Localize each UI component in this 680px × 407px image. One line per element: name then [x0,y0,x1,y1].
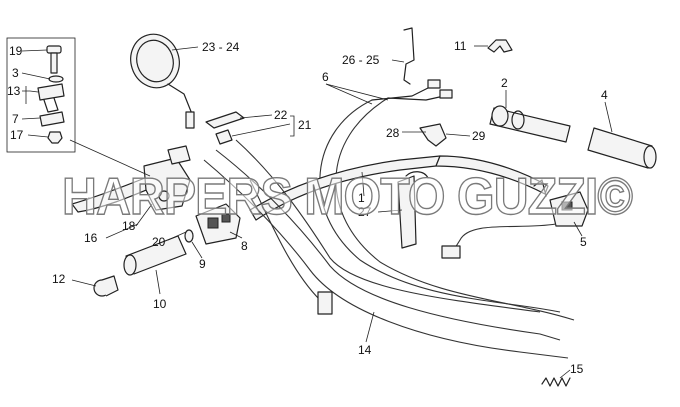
callout-8: 8 [241,239,248,253]
callout-11: 11 [454,39,467,53]
part-11-cable-clamp [487,39,513,53]
part-5-right-switch [441,179,589,259]
callout-12: 12 [52,272,66,286]
part-8-left-switch [195,203,241,245]
part-2-throttle-tube [489,105,571,143]
callout-26-25: 26 - 25 [342,53,380,67]
part-14-cables [203,139,569,359]
callout-7: 7 [12,112,19,126]
callout-4: 4 [601,88,608,102]
part-15-spring [541,377,571,387]
callout-1: 1 [358,191,365,205]
leader-lines [21,45,613,379]
watermark-text: HARPERS MOTO GUZZI© [62,168,633,226]
callout-22: 22 [274,108,288,122]
callout-5: 5 [580,235,587,249]
part-6-throttle-cables [319,79,575,321]
callout-19: 19 [9,44,23,58]
callout-28: 28 [386,126,400,140]
callout-labels: 19 3 13 7 17 23 - 24 22 21 26 - 25 11 6 … [7,39,608,376]
callout-20: 20 [152,235,166,249]
part-21-bracket [215,129,233,145]
part-26-25-spring-clip [403,27,415,85]
part-17-nut [47,131,63,144]
callout-13: 13 [7,84,21,98]
callout-3: 3 [12,66,19,80]
part-16-brake-lever-assembly [71,145,191,213]
part-22-lever-adjuster [205,111,245,129]
part-27-riser [397,171,429,249]
callout-2: 2 [501,76,508,90]
part-28-29-cable-bracket [419,123,447,147]
callout-27: 27 [358,205,372,219]
callout-9: 9 [199,257,206,271]
callout-17: 17 [10,128,24,142]
callout-23-24: 23 - 24 [202,40,240,54]
part-12-bar-end [93,275,119,297]
part-4-right-grip [587,127,657,169]
detail-inset-box [6,37,76,153]
part-7-clamp [39,111,65,127]
part-19-bolt [46,45,62,74]
part-3-washer [48,75,64,83]
part-10-left-grip [123,235,187,276]
part-23-24-mirror [130,33,195,129]
callout-15: 15 [570,362,584,376]
callout-10: 10 [153,297,167,311]
callout-14: 14 [358,343,372,357]
callout-18: 18 [122,219,136,233]
callout-6: 6 [322,70,329,84]
part-9-washer [184,229,194,243]
part-13-reservoir-cap [37,83,65,113]
callout-21: 21 [298,118,312,132]
callout-29: 29 [472,129,486,143]
callout-16: 16 [84,231,98,245]
